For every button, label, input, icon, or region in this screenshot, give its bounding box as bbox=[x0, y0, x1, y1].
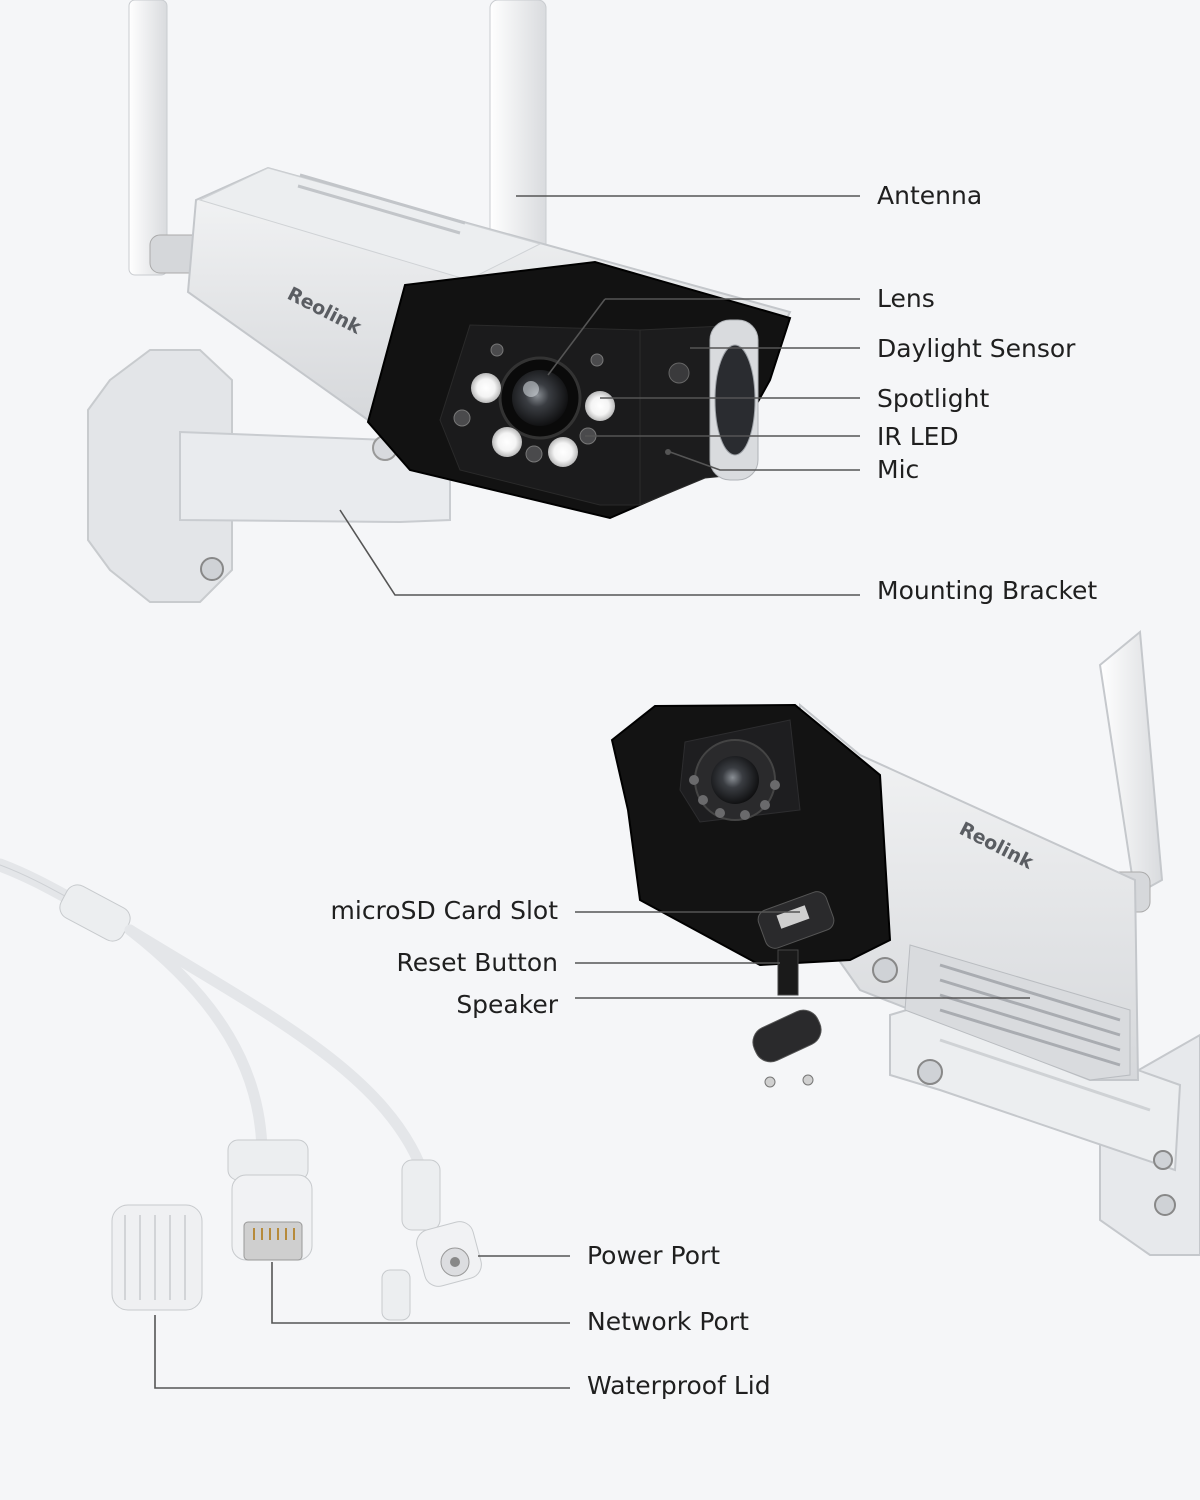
callout-speaker: Speaker bbox=[456, 990, 558, 1019]
ir-led-2 bbox=[525, 445, 543, 463]
speaker-grille bbox=[904, 944, 1131, 1081]
microsd-card-icon bbox=[777, 949, 799, 996]
ir-led-5 bbox=[590, 353, 604, 367]
spotlight-4 bbox=[548, 437, 578, 467]
middle-antenna bbox=[1098, 630, 1164, 897]
wall-mount-plate bbox=[87, 349, 233, 603]
top-camera: Reolink bbox=[87, 0, 792, 603]
cables bbox=[0, 858, 426, 1171]
left-antenna bbox=[128, 0, 168, 276]
slot-cover-icon bbox=[752, 1009, 822, 1063]
right-antenna bbox=[489, 0, 547, 261]
callout-network-port: Network Port bbox=[587, 1307, 749, 1336]
spotlight-2 bbox=[585, 391, 615, 421]
ir-led-4 bbox=[490, 343, 504, 357]
mic-hole bbox=[665, 449, 671, 455]
leader-lines-top bbox=[339, 195, 860, 596]
callout-ir-led: IR LED bbox=[877, 422, 959, 451]
callout-lens: Lens bbox=[877, 284, 935, 313]
daylight-sensor-dot bbox=[668, 362, 690, 384]
callout-mic: Mic bbox=[877, 455, 920, 484]
leader-lines-bottom bbox=[154, 1255, 570, 1389]
bracket-screw-icon bbox=[200, 557, 224, 581]
spotlight-1 bbox=[471, 373, 501, 403]
callout-mounting-bracket: Mounting Bracket bbox=[877, 576, 1098, 605]
callout-microsd-card-slot: microSD Card Slot bbox=[330, 896, 558, 925]
leader-lines-middle bbox=[575, 911, 1030, 999]
callout-power-port: Power Port bbox=[587, 1241, 721, 1270]
rj45-port-icon bbox=[243, 1221, 303, 1261]
middle-bracket-screw-icon bbox=[917, 1059, 943, 1085]
middle-camera: Reolink bbox=[610, 630, 1200, 1256]
callout-waterproof-lid: Waterproof Lid bbox=[587, 1371, 771, 1400]
callout-spotlight: Spotlight bbox=[877, 384, 990, 413]
callout-antenna: Antenna bbox=[877, 181, 983, 210]
ir-led-1 bbox=[453, 409, 471, 427]
power-port-connector bbox=[381, 1159, 482, 1321]
spotlight-3 bbox=[492, 427, 522, 457]
housing-top-face bbox=[198, 167, 542, 281]
callout-daylight-sensor: Daylight Sensor bbox=[877, 334, 1076, 363]
network-port-connector bbox=[227, 1139, 313, 1261]
waterproof-lid-icon bbox=[111, 1204, 203, 1311]
callout-reset-button: Reset Button bbox=[396, 948, 558, 977]
